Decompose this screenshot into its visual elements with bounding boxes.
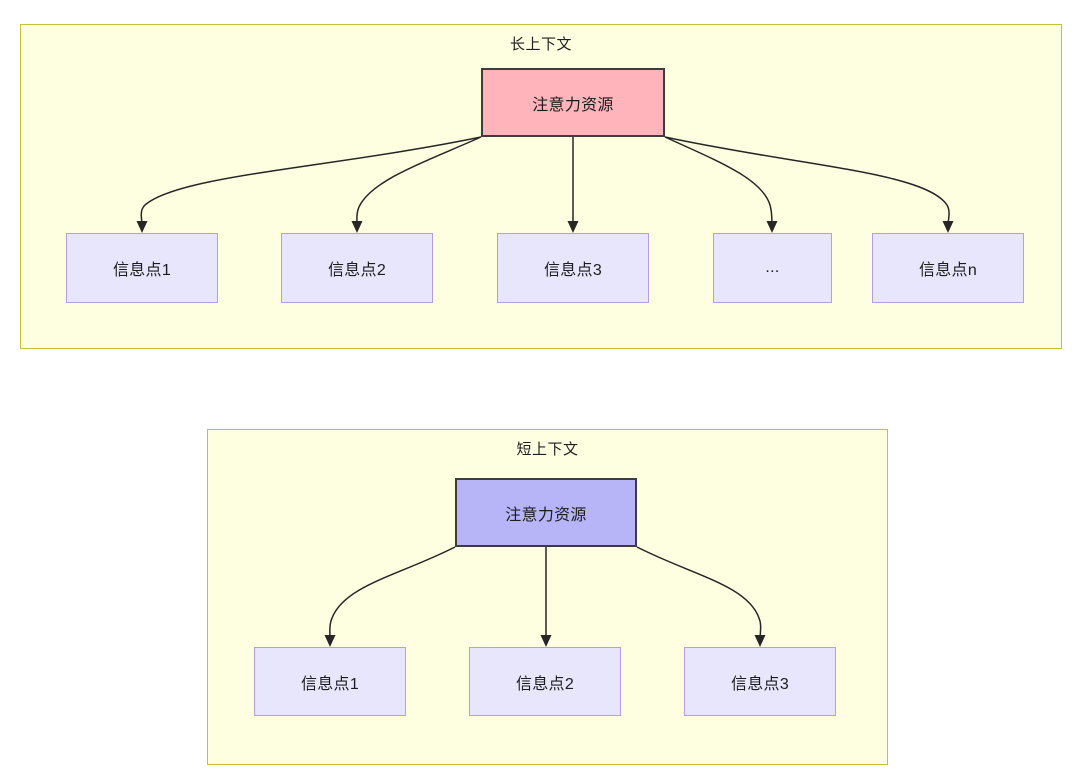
- node-info-point-1-short[interactable]: 信息点1: [254, 647, 406, 716]
- node-label: 信息点1: [112, 262, 172, 279]
- node-info-point-2-short[interactable]: 信息点2: [469, 647, 621, 716]
- node-info-point-1-long[interactable]: 信息点1: [66, 233, 218, 303]
- group-long-context-title: 长上下文: [509, 36, 572, 53]
- node-label: ...: [765, 259, 780, 276]
- node-info-point-3-short[interactable]: 信息点3: [684, 647, 836, 716]
- node-info-point-3-long[interactable]: 信息点3: [497, 233, 649, 303]
- node-label: 注意力资源: [532, 96, 614, 114]
- group-short-context-title: 短上下文: [516, 441, 579, 458]
- node-label: 信息点3: [543, 262, 603, 279]
- node-attention-resource-long[interactable]: 注意力资源: [481, 68, 665, 137]
- node-attention-resource-short[interactable]: 注意力资源: [455, 478, 637, 547]
- node-label: 信息点3: [730, 675, 790, 693]
- node-label: 注意力资源: [505, 506, 587, 524]
- node-label: 信息点2: [515, 675, 575, 693]
- node-label: 信息点n: [918, 262, 978, 279]
- node-info-point-2-long[interactable]: 信息点2: [281, 233, 433, 303]
- node-label: 信息点2: [327, 262, 387, 279]
- node-info-point-n-long[interactable]: 信息点n: [872, 233, 1024, 303]
- node-info-point-ellipsis-long[interactable]: ...: [713, 233, 832, 303]
- node-label: 信息点1: [300, 675, 360, 693]
